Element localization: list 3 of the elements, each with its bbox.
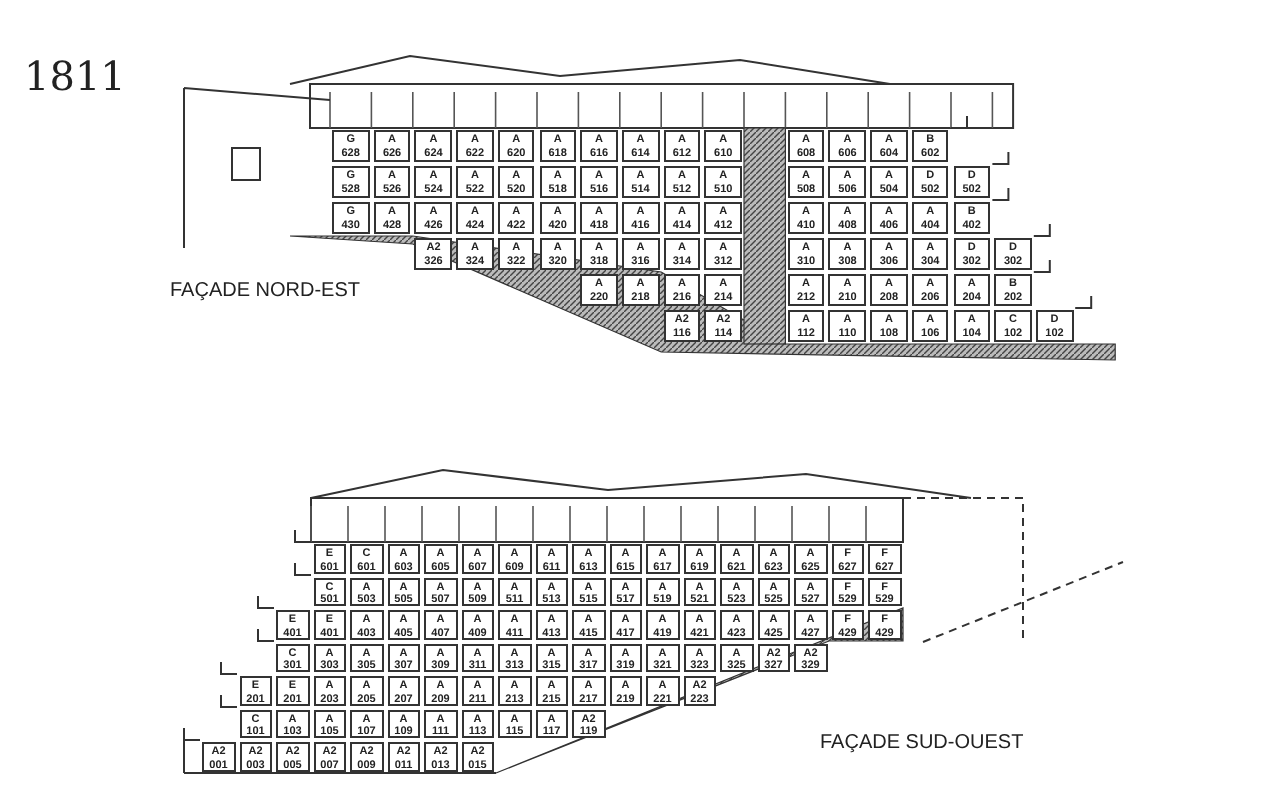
facade-title: FAÇADE SUD-OUEST [820,732,1024,754]
facade-title: FAÇADE NORD-EST [170,280,361,302]
handwritten-number: 1811 [24,52,126,100]
